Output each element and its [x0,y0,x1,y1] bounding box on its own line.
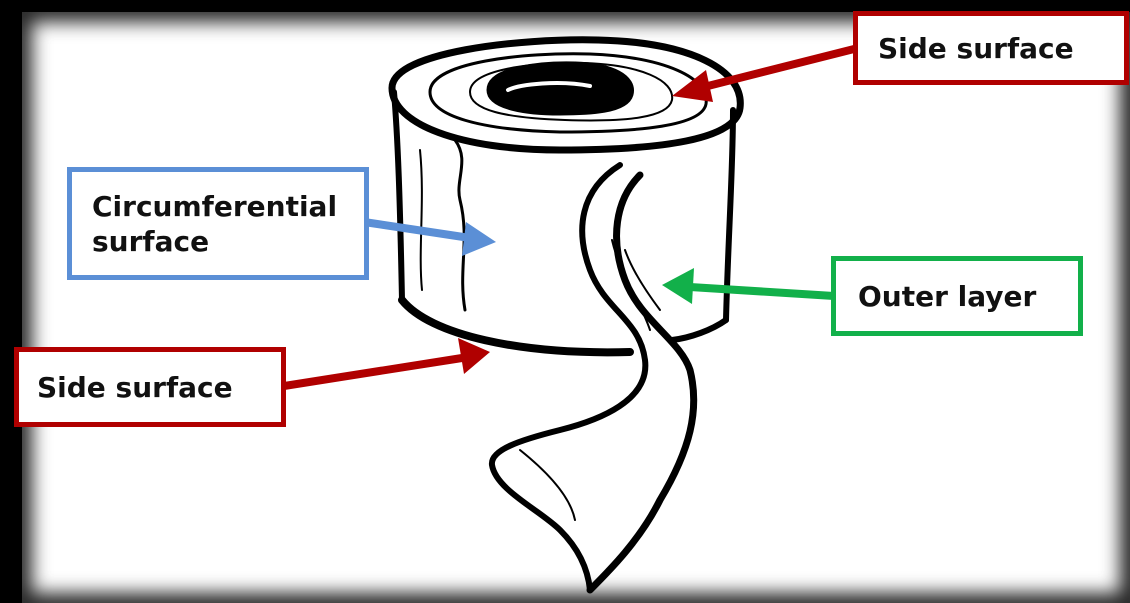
arrow-outer-layer [662,268,835,304]
toilet-paper-roll-icon [388,36,744,594]
arrow-side-surface-bottom [283,338,490,390]
label-circumferential-surface-text: Circumferential surface [92,189,338,258]
label-side-surface-bottom: Side surface [14,347,286,427]
label-side-surface-bottom-text: Side surface [37,370,233,404]
arrow-side-surface-top [672,44,859,102]
label-circumferential-surface: Circumferential surface [67,167,369,280]
label-outer-layer-text: Outer layer [858,279,1037,313]
label-side-surface-top-text: Side surface [878,31,1074,65]
label-outer-layer: Outer layer [831,256,1083,336]
arrow-circumferential-surface [363,218,496,256]
label-side-surface-top: Side surface [853,11,1129,85]
